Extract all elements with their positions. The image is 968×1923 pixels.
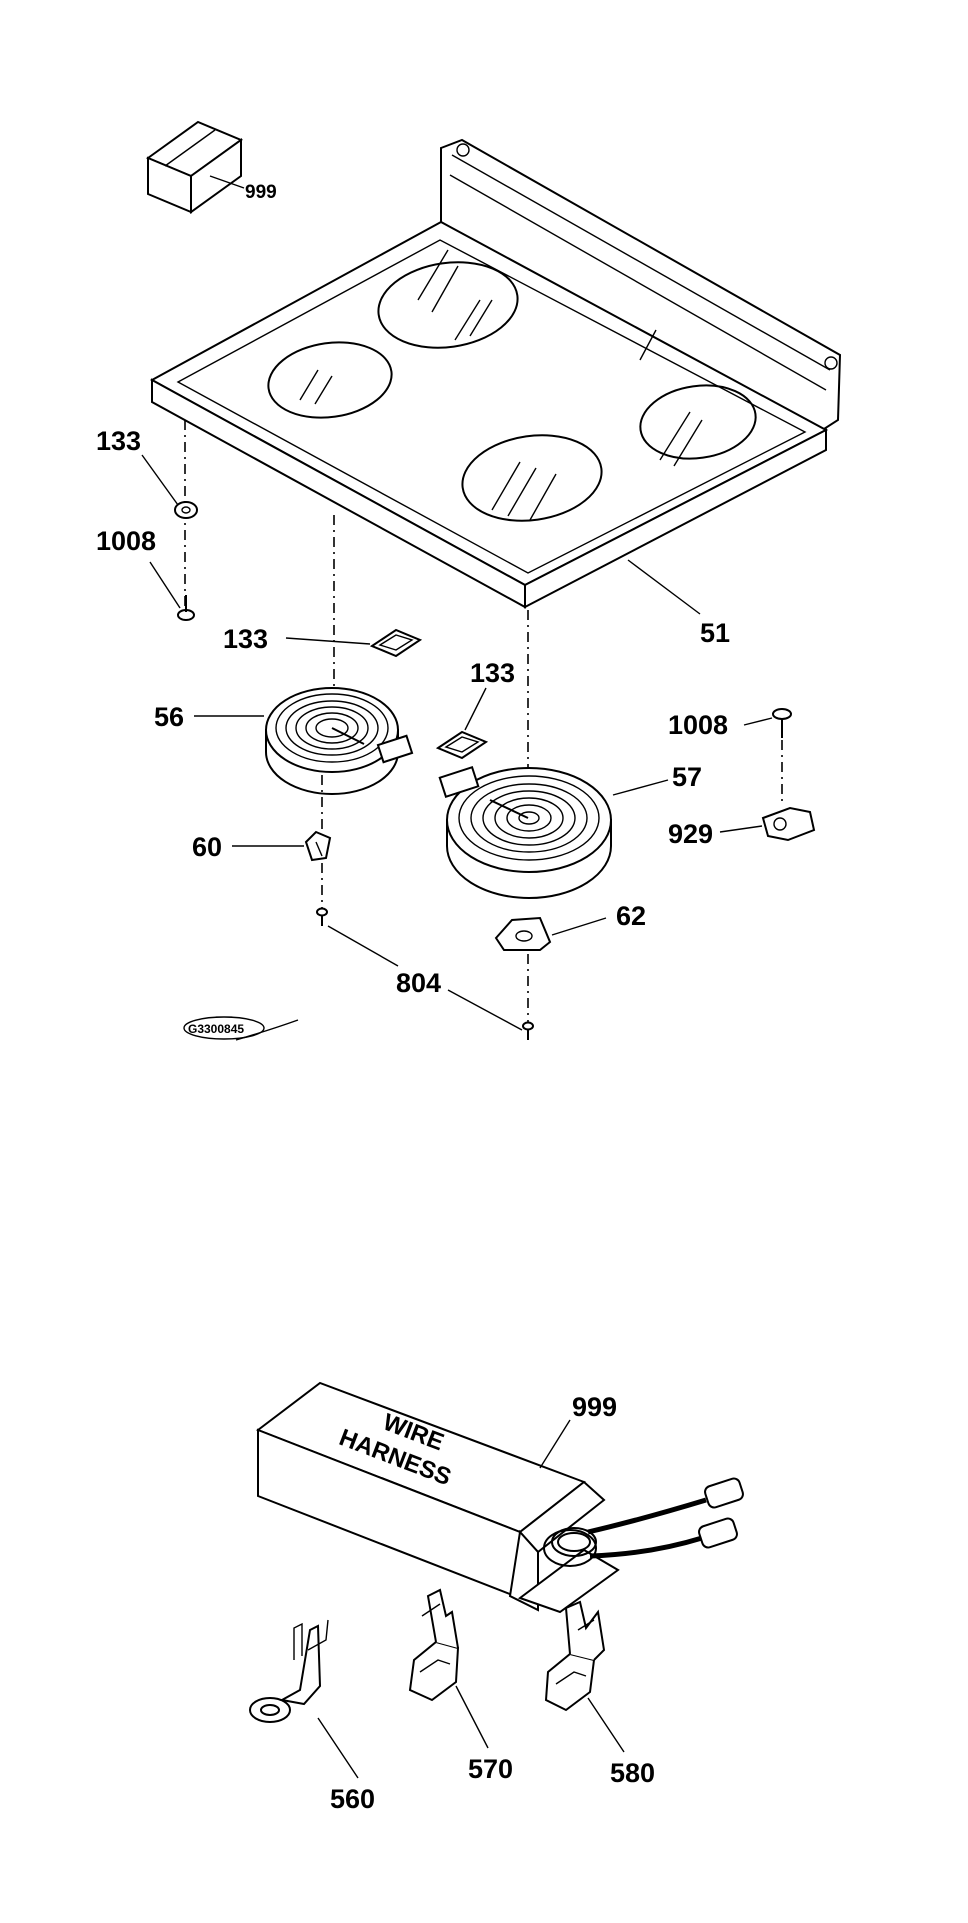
callout-62: 62 (616, 901, 646, 931)
radiant-element-57 (438, 765, 612, 899)
callout-60: 60 (192, 832, 222, 862)
callout-929: 929 (668, 819, 713, 849)
callout-560: 560 (330, 1784, 375, 1814)
callout-570: 570 (468, 1754, 513, 1784)
callout-133-center: 133 (223, 624, 268, 654)
screw-part-left (177, 595, 195, 621)
leader-51 (627, 559, 701, 615)
callout-51: 51 (700, 618, 730, 648)
wire-harness-box (255, 1381, 744, 1614)
flag-terminal-570 (408, 1588, 460, 1702)
svg-text:G3300845: G3300845 (188, 1022, 244, 1036)
clip-part-60 (304, 830, 332, 862)
callout-1008-right: 1008 (668, 710, 728, 740)
radiant-element-56 (265, 687, 414, 795)
callout-133-left: 133 (96, 426, 141, 456)
small-box-part (145, 120, 245, 214)
bracket-part-929 (761, 806, 816, 842)
ring-terminal-560 (249, 1619, 329, 1723)
callout-1008-left: 1008 (96, 526, 156, 556)
pad-part-center (369, 628, 423, 658)
callout-57: 57 (672, 762, 702, 792)
pad-part-right (435, 730, 489, 760)
spade-terminal-580 (544, 1600, 606, 1712)
cooktop-panel (149, 138, 842, 609)
callout-804: 804 (396, 968, 441, 998)
screw-part-right (772, 708, 792, 738)
callout-56: 56 (154, 702, 184, 732)
callout-999-top: 999 (245, 182, 277, 203)
diagram-code-stamp: G3300845 (183, 1016, 299, 1041)
callout-999-bottom: 999 (572, 1392, 617, 1422)
callout-580: 580 (610, 1758, 655, 1788)
callout-133-right: 133 (470, 658, 515, 688)
screw-part-804-right (522, 1021, 534, 1040)
screw-part-804-left (316, 907, 328, 926)
washer-part-left (174, 501, 198, 519)
bracket-part-62 (494, 916, 552, 951)
